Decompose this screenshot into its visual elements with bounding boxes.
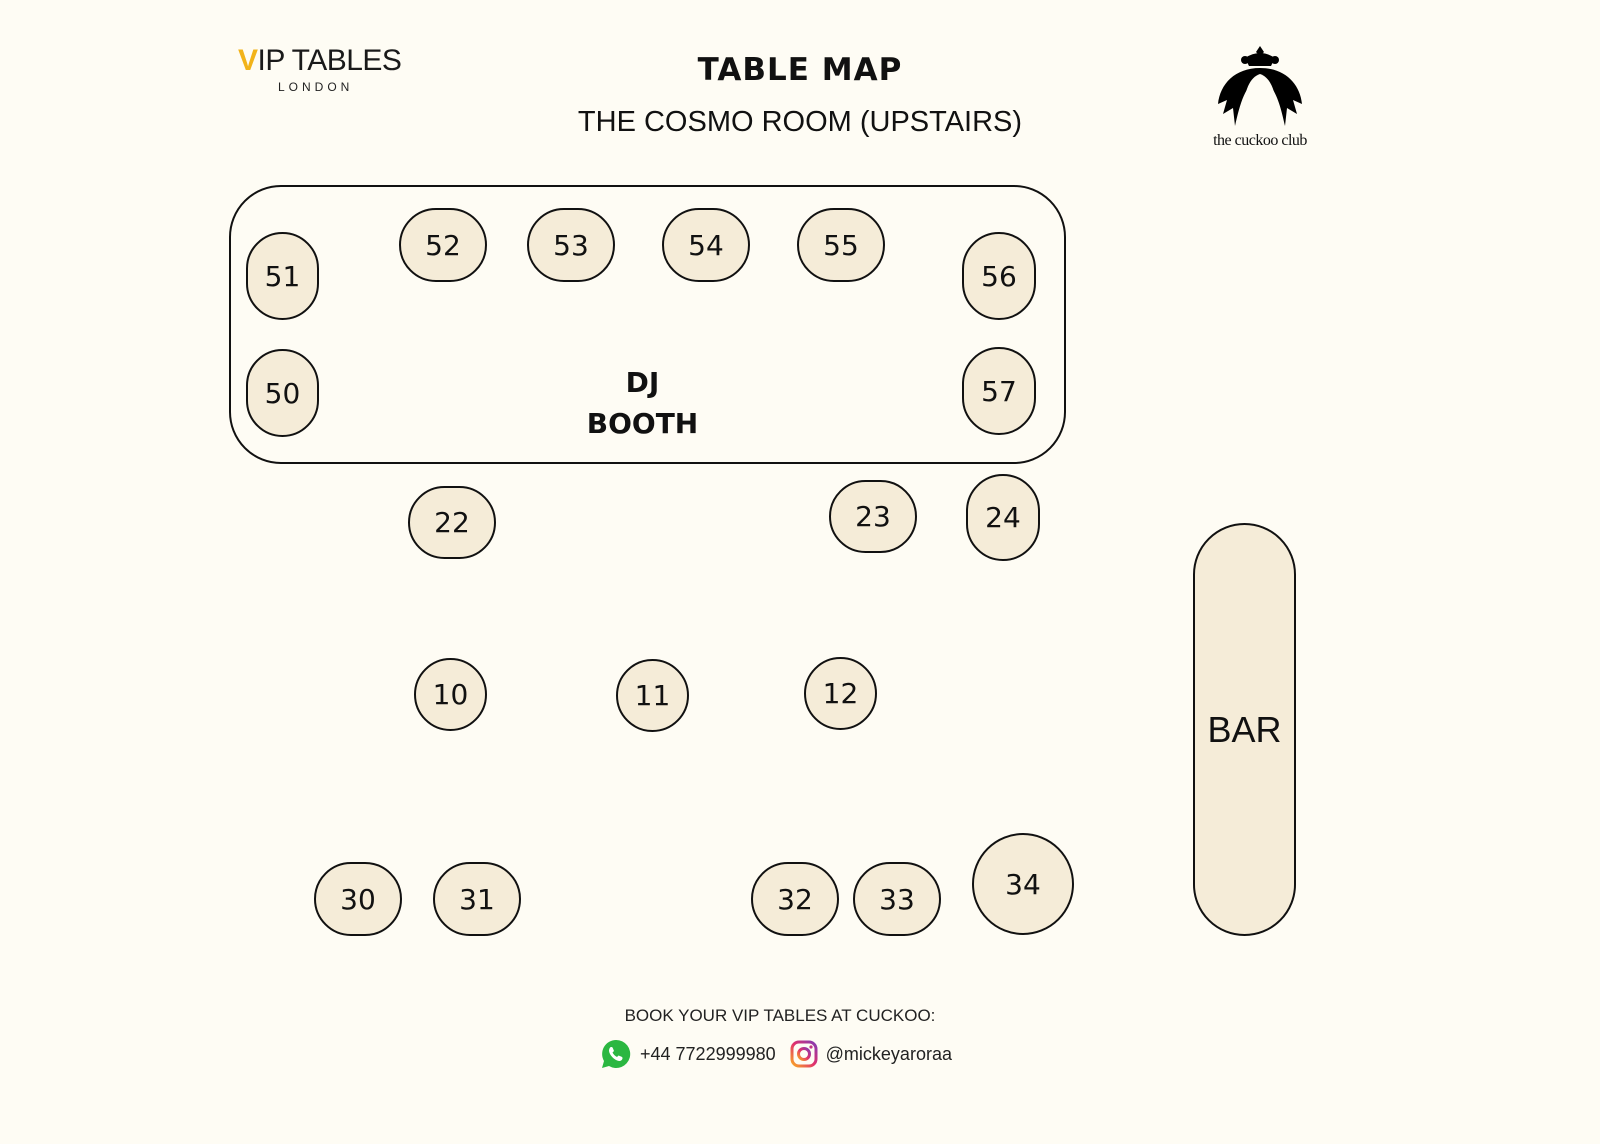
table-52[interactable]: 52 xyxy=(399,208,487,282)
table-number: 50 xyxy=(264,376,301,410)
table-number: 51 xyxy=(264,259,301,293)
table-24[interactable]: 24 xyxy=(966,474,1040,561)
table-number: 34 xyxy=(1005,867,1041,901)
table-33[interactable]: 33 xyxy=(853,862,941,936)
table-number: 54 xyxy=(688,228,724,262)
table-31[interactable]: 31 xyxy=(433,862,521,936)
table-50[interactable]: 50 xyxy=(246,349,319,437)
table-number: 12 xyxy=(822,677,859,710)
table-number: 33 xyxy=(879,882,915,916)
dj-room-area xyxy=(229,185,1066,464)
instagram-icon xyxy=(790,1040,818,1068)
cuckoo-club-logo: the cuckoo club xyxy=(1205,44,1315,150)
table-56[interactable]: 56 xyxy=(962,232,1036,320)
table-51[interactable]: 51 xyxy=(246,232,319,320)
logo-v: V xyxy=(238,44,258,77)
table-number: 56 xyxy=(981,259,1017,293)
booking-heading: BOOK YOUR VIP TABLES AT CUCKOO: xyxy=(624,1006,936,1025)
table-number: 10 xyxy=(432,678,469,711)
table-number: 24 xyxy=(985,501,1021,534)
table-number: 31 xyxy=(459,882,495,916)
table-34[interactable]: 34 xyxy=(972,833,1074,935)
vip-tables-logo: VIP TABLES LONDON xyxy=(238,44,408,94)
table-22[interactable]: 22 xyxy=(408,486,496,559)
table-number: 57 xyxy=(981,374,1017,408)
table-10[interactable]: 10 xyxy=(414,658,487,731)
contacts: +44 7722999980 @mickeyaroraa xyxy=(600,1038,952,1070)
table-53[interactable]: 53 xyxy=(527,208,615,282)
table-number: 53 xyxy=(553,228,589,262)
booth-label: BOOTH xyxy=(586,407,699,440)
cuckoo-logo-text: the cuckoo club xyxy=(1213,132,1307,149)
table-55[interactable]: 55 xyxy=(797,208,885,282)
table-11[interactable]: 11 xyxy=(616,659,689,732)
table-number: 32 xyxy=(777,882,813,916)
page-subtitle: THE COSMO ROOM (UPSTAIRS) xyxy=(577,106,1023,138)
bar: BAR xyxy=(1193,523,1296,936)
table-number: 23 xyxy=(855,500,891,533)
table-number: 52 xyxy=(425,228,461,262)
instagram-link[interactable]: @mickeyaroraa xyxy=(825,1043,952,1064)
dj-label: DJ xyxy=(625,366,660,399)
page-title: TABLE MAP xyxy=(697,52,903,88)
dj-booth: DJ BOOTH xyxy=(560,362,725,444)
bar-label: BAR xyxy=(1207,708,1282,750)
table-12[interactable]: 12 xyxy=(804,657,877,730)
table-number: 22 xyxy=(434,506,470,539)
phone-link[interactable]: +44 7722999980 xyxy=(640,1043,776,1064)
table-30[interactable]: 30 xyxy=(314,862,402,936)
table-32[interactable]: 32 xyxy=(751,862,839,936)
table-number: 55 xyxy=(823,228,859,262)
whatsapp-icon xyxy=(602,1039,631,1068)
table-54[interactable]: 54 xyxy=(662,208,750,282)
table-number: 30 xyxy=(340,882,376,916)
crown-wings-icon xyxy=(1218,46,1302,126)
table-23[interactable]: 23 xyxy=(829,480,917,553)
table-number: 11 xyxy=(634,679,671,712)
table-57[interactable]: 57 xyxy=(962,347,1036,435)
logo-sub: LONDON xyxy=(278,80,354,94)
logo-text: IP TABLES xyxy=(257,44,402,77)
